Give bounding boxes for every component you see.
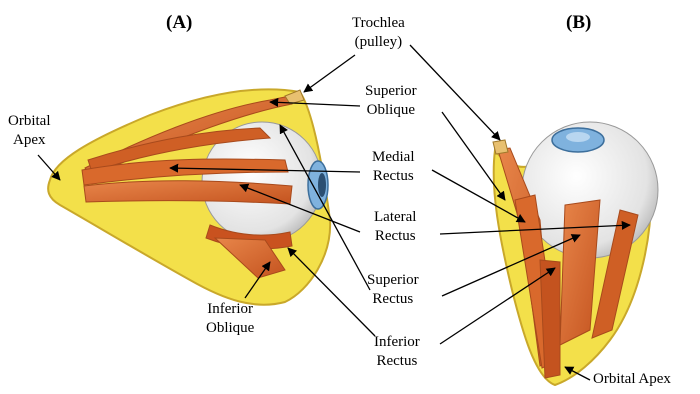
panel-a-title: (A) bbox=[166, 12, 192, 34]
label-inferior-rectus: Inferior Rectus bbox=[374, 333, 420, 371]
label-lateral-rectus-line2: Rectus bbox=[374, 227, 416, 246]
label-lateral-rectus: Lateral Rectus bbox=[374, 208, 416, 246]
label-medial-rectus-line1: Medial bbox=[372, 148, 415, 167]
pupil-a bbox=[318, 173, 326, 197]
panel-b-illustration bbox=[493, 122, 658, 385]
label-superior-rectus-line2: Rectus bbox=[367, 290, 419, 309]
label-inferior-rectus-line1: Inferior bbox=[374, 333, 420, 352]
panel-a-illustration bbox=[48, 89, 330, 304]
label-medial-rectus: Medial Rectus bbox=[372, 148, 415, 186]
label-orbital-apex-a-line2: Apex bbox=[8, 131, 51, 150]
label-inferior-oblique-line1: Inferior bbox=[206, 300, 254, 319]
label-orbital-apex-a-line1: Orbital bbox=[8, 112, 51, 131]
panel-b-title: (B) bbox=[566, 12, 591, 34]
label-superior-rectus-line1: Superior bbox=[367, 271, 419, 290]
trochlea-b bbox=[493, 140, 508, 154]
leader-trochlea-a bbox=[304, 55, 355, 92]
label-superior-oblique-line2: Oblique bbox=[365, 101, 417, 120]
pupil-b bbox=[566, 132, 590, 142]
label-inferior-oblique-line2: Oblique bbox=[206, 319, 254, 338]
label-trochlea-line2: (pulley) bbox=[352, 33, 405, 52]
label-medial-rectus-line2: Rectus bbox=[372, 167, 415, 186]
label-inferior-rectus-line2: Rectus bbox=[374, 352, 420, 371]
label-inferior-oblique: Inferior Oblique bbox=[206, 300, 254, 338]
label-orbital-apex-a: Orbital Apex bbox=[8, 112, 51, 150]
label-superior-oblique: Superior Oblique bbox=[365, 82, 417, 120]
lateral-rectus-muscle-a bbox=[84, 181, 292, 204]
label-superior-rectus: Superior Rectus bbox=[367, 271, 419, 309]
label-trochlea: Trochlea (pulley) bbox=[352, 14, 405, 52]
label-superior-oblique-line1: Superior bbox=[365, 82, 417, 101]
label-orbital-apex-b: Orbital Apex bbox=[593, 370, 671, 389]
label-lateral-rectus-line1: Lateral bbox=[374, 208, 416, 227]
label-trochlea-line1: Trochlea bbox=[352, 14, 405, 33]
leader-trochlea-b bbox=[410, 45, 500, 140]
